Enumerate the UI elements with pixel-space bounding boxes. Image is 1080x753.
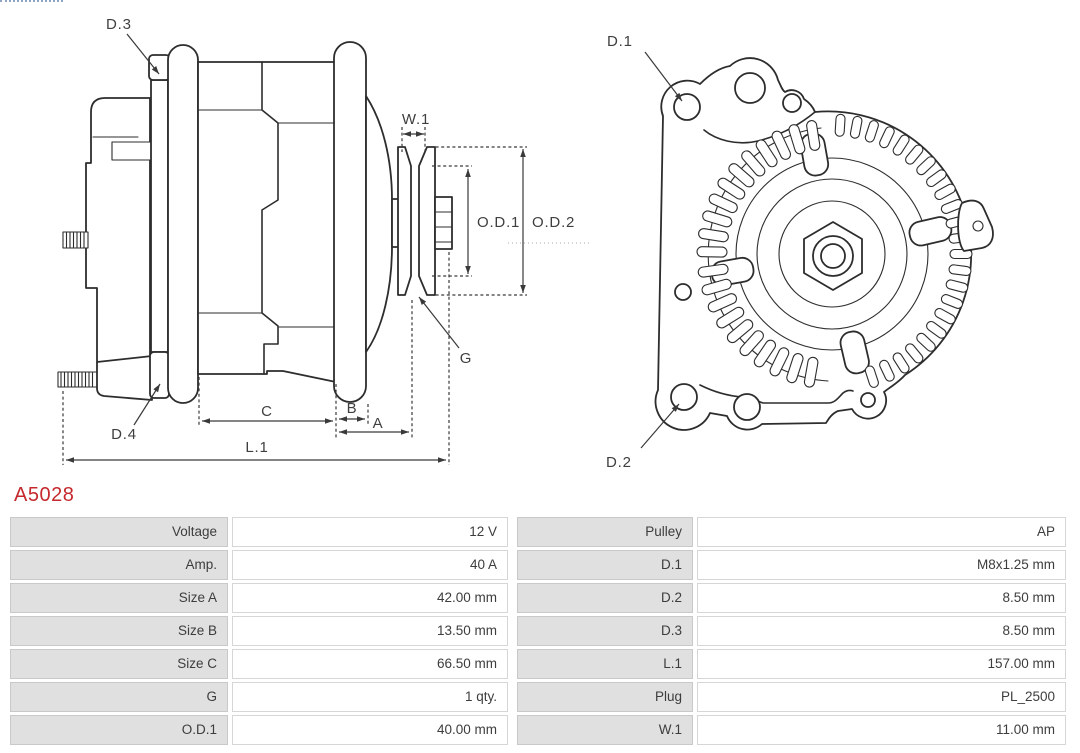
spec-label-cell: Size C: [10, 649, 228, 679]
spec-row: O.D.1 40.00 mm W.1 11.00 mm: [10, 715, 1066, 745]
mount-hole-d2: [670, 383, 698, 411]
spec-value-cell: 40 A: [232, 550, 508, 580]
front-mount-lug: [167, 44, 199, 404]
mount-ear-bottom: [149, 351, 170, 399]
dim-label-d3: D.3: [106, 16, 132, 33]
dim-label-b: B: [347, 400, 358, 417]
dim-label-od2: O.D.2: [532, 214, 575, 231]
side-ear: [957, 199, 994, 252]
spec-value-cell: PL_2500: [697, 682, 1066, 712]
mount-flange-strip: [150, 79, 169, 353]
bottom-foot-edge: [699, 384, 854, 404]
spec-row: Size C 66.50 mm L.1 157.00 mm: [10, 649, 1066, 679]
dim-label-w1: W.1: [402, 111, 430, 128]
spec-table: Voltage 12 V Pulley AP Amp. 40 A D.1 M8x…: [10, 517, 1066, 748]
spec-label-cell: D.1: [517, 550, 693, 580]
part-number: A5028: [14, 484, 75, 506]
spec-label-cell: D.2: [517, 583, 693, 613]
spec-value-cell: 8.50 mm: [697, 616, 1066, 646]
spec-value-cell: 40.00 mm: [232, 715, 508, 745]
spec-label-cell: G: [10, 682, 228, 712]
stator-circle: [735, 157, 929, 351]
front-nose-cone: [365, 95, 393, 353]
spec-value-cell: 12 V: [232, 517, 508, 547]
spec-value-cell: 13.50 mm: [232, 616, 508, 646]
spec-label-cell: W.1: [517, 715, 693, 745]
spec-value-cell: 1 qty.: [232, 682, 508, 712]
alternator-front-view: D.1 D.2: [606, 33, 994, 471]
spec-value-cell: M8x1.25 mm: [697, 550, 1066, 580]
pulley: [397, 146, 453, 296]
dim-label-g: G: [460, 350, 472, 367]
stator-lines: [197, 109, 337, 328]
spec-row: Voltage 12 V Pulley AP: [10, 517, 1066, 547]
spec-value-cell: 8.50 mm: [697, 583, 1066, 613]
leader-d2: [640, 403, 680, 449]
hub-circle: [778, 200, 886, 308]
spec-label-cell: Size B: [10, 616, 228, 646]
spec-value-cell: AP: [697, 517, 1066, 547]
shaft-center: [820, 243, 846, 269]
rotor-circle: [756, 178, 908, 330]
dim-label-c: C: [261, 403, 273, 420]
leader-d3: [126, 33, 160, 75]
spec-value-cell: 66.50 mm: [232, 649, 508, 679]
spec-label-cell: D.3: [517, 616, 693, 646]
bracket-seam: [261, 61, 279, 375]
leader-d4: [133, 383, 161, 426]
spec-row: G 1 qty. Plug PL_2500: [10, 682, 1066, 712]
spec-row: Size A 42.00 mm D.2 8.50 mm: [10, 583, 1066, 613]
rear-mount-lug: [333, 41, 367, 403]
spec-label-cell: L.1: [517, 649, 693, 679]
dim-label-a: A: [373, 415, 384, 432]
front-view-dimensions: D.1 D.2: [606, 33, 683, 471]
terminal-stud-upper: [62, 231, 89, 249]
dim-label-d1: D.1: [607, 33, 633, 50]
leader-g: [418, 296, 460, 349]
spec-row: Amp. 40 A D.1 M8x1.25 mm: [10, 550, 1066, 580]
technical-drawings: D.3 W.1 O.D.1 O.D.2 G D.4 C B A L.1: [57, 16, 994, 471]
mount-hole-d1: [673, 93, 701, 121]
spec-value-cell: 157.00 mm: [697, 649, 1066, 679]
mount-ear-top: [148, 54, 171, 81]
spec-label-cell: O.D.1: [10, 715, 228, 745]
spec-label-cell: Size A: [10, 583, 228, 613]
page-edge-dotted-fragment: [0, 0, 63, 2]
alternator-side-view: D.3 W.1 O.D.1 O.D.2 G D.4 C B A L.1: [57, 16, 592, 465]
dim-label-d4: D.4: [111, 426, 137, 443]
spec-row: Size B 13.50 mm D.3 8.50 mm: [10, 616, 1066, 646]
lower-stud-boss: [96, 355, 153, 401]
pulley-nut: [434, 196, 453, 250]
spec-label-cell: Voltage: [10, 517, 228, 547]
side-view-dimensions: D.3 W.1 O.D.1 O.D.2 G D.4 C B A L.1: [62, 16, 592, 465]
spec-label-cell: Amp.: [10, 550, 228, 580]
spec-label-cell: Pulley: [517, 517, 693, 547]
spec-label-cell: Plug: [517, 682, 693, 712]
spec-value-cell: 42.00 mm: [232, 583, 508, 613]
spec-value-cell: 11.00 mm: [697, 715, 1066, 745]
terminal-stud-lower: [57, 371, 98, 388]
dim-label-d2: D.2: [606, 454, 632, 471]
dim-label-l1: L.1: [245, 439, 268, 456]
leader-d1: [644, 51, 683, 102]
mounting-holes: [670, 72, 876, 421]
dim-label-od1: O.D.1: [477, 214, 520, 231]
